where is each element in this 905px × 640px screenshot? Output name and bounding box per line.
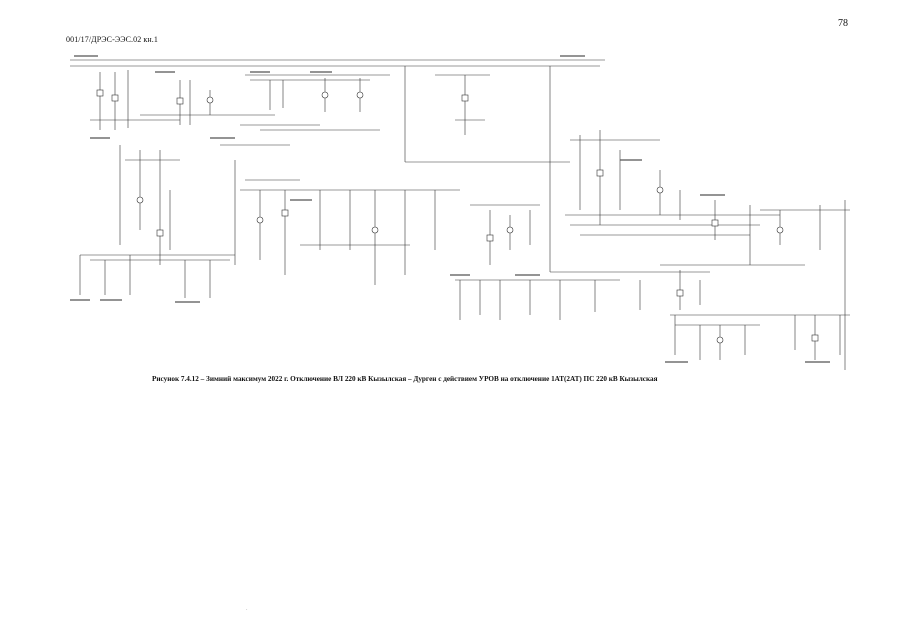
schematic-symbols (96, 89, 819, 344)
page-number: 78 (838, 18, 848, 29)
stray-mark: . (246, 606, 248, 612)
document-code: 001/17/ДРЭС-ЭЭС.02 кн.1 (66, 35, 158, 44)
power-grid-schematic (70, 55, 850, 370)
figure-caption: Рисунок 7.4.12 – Зимний максимум 2022 г.… (152, 375, 658, 383)
schematic-lines (70, 59, 850, 370)
illegible-label-marks (70, 55, 830, 363)
